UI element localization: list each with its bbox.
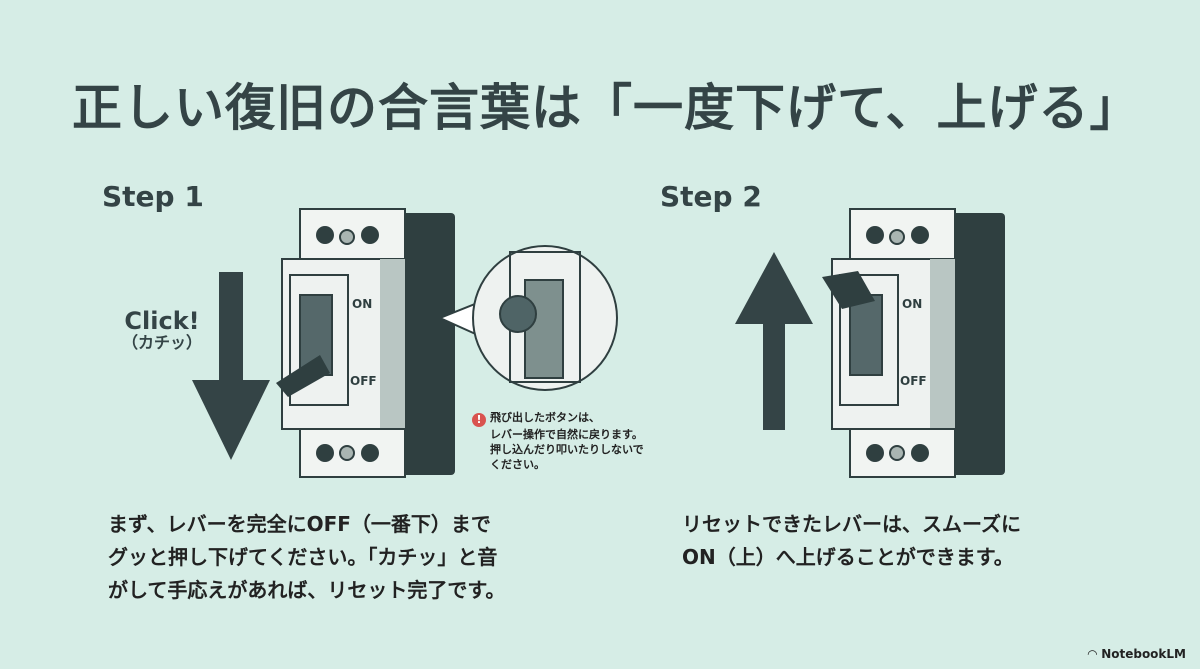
off-label: OFF	[350, 374, 377, 388]
desc-line: リセットできたレバーは、スムーズに	[682, 512, 1021, 536]
page-title: 正しい復旧の合言葉は「一度下げて、上げる」	[72, 79, 1141, 137]
off-label: OFF	[900, 374, 927, 388]
step2-description: リセットできたレバーは、スムーズに ON（上）へ上げることができます。	[682, 508, 1021, 574]
brand-text: NotebookLM	[1101, 647, 1186, 661]
magnified-button-callout	[440, 245, 618, 391]
on-label: ON	[902, 297, 922, 311]
note-line: レバー操作で自然に戻ります。	[490, 428, 643, 441]
warning-note: ! 飛び出したボタンは、 レバー操作で自然に戻ります。 押し込んだり叩いたりしない…	[472, 410, 644, 472]
desc-line: まず、レバーを完全にOFF（一番下）まで	[108, 512, 491, 536]
note-line: ください。	[490, 458, 545, 471]
step1-description: まず、レバーを完全にOFF（一番下）まで グッと押し下げてください。「カチッ」と…	[108, 508, 505, 607]
click-text: Click!	[124, 307, 200, 335]
click-subtext: （カチッ）	[122, 333, 203, 353]
on-label: ON	[352, 297, 372, 311]
exclamation-icon: !	[472, 413, 486, 427]
step1-heading: Step 1	[102, 180, 204, 213]
click-label: Click! （カチッ）	[122, 308, 202, 352]
arrow-down-icon	[192, 272, 270, 460]
arrow-up-icon	[735, 252, 813, 430]
breaker-step1-illustration: ON OFF	[276, 208, 455, 478]
breaker-step2-illustration: ON OFF	[822, 208, 1005, 478]
desc-line: ON（上）へ上げることができます。	[682, 545, 1014, 569]
desc-line: グッと押し下げてください。「カチッ」と音	[108, 545, 498, 569]
brand-watermark: ◠ NotebookLM	[1088, 647, 1186, 661]
note-line: 押し込んだり叩いたりしないで	[490, 443, 644, 456]
step2-heading: Step 2	[660, 180, 762, 213]
note-line: 飛び出したボタンは、	[490, 411, 600, 424]
desc-line: がして手応えがあれば、リセット完了です。	[108, 578, 506, 602]
notebooklm-logo-icon: ◠	[1087, 647, 1102, 661]
